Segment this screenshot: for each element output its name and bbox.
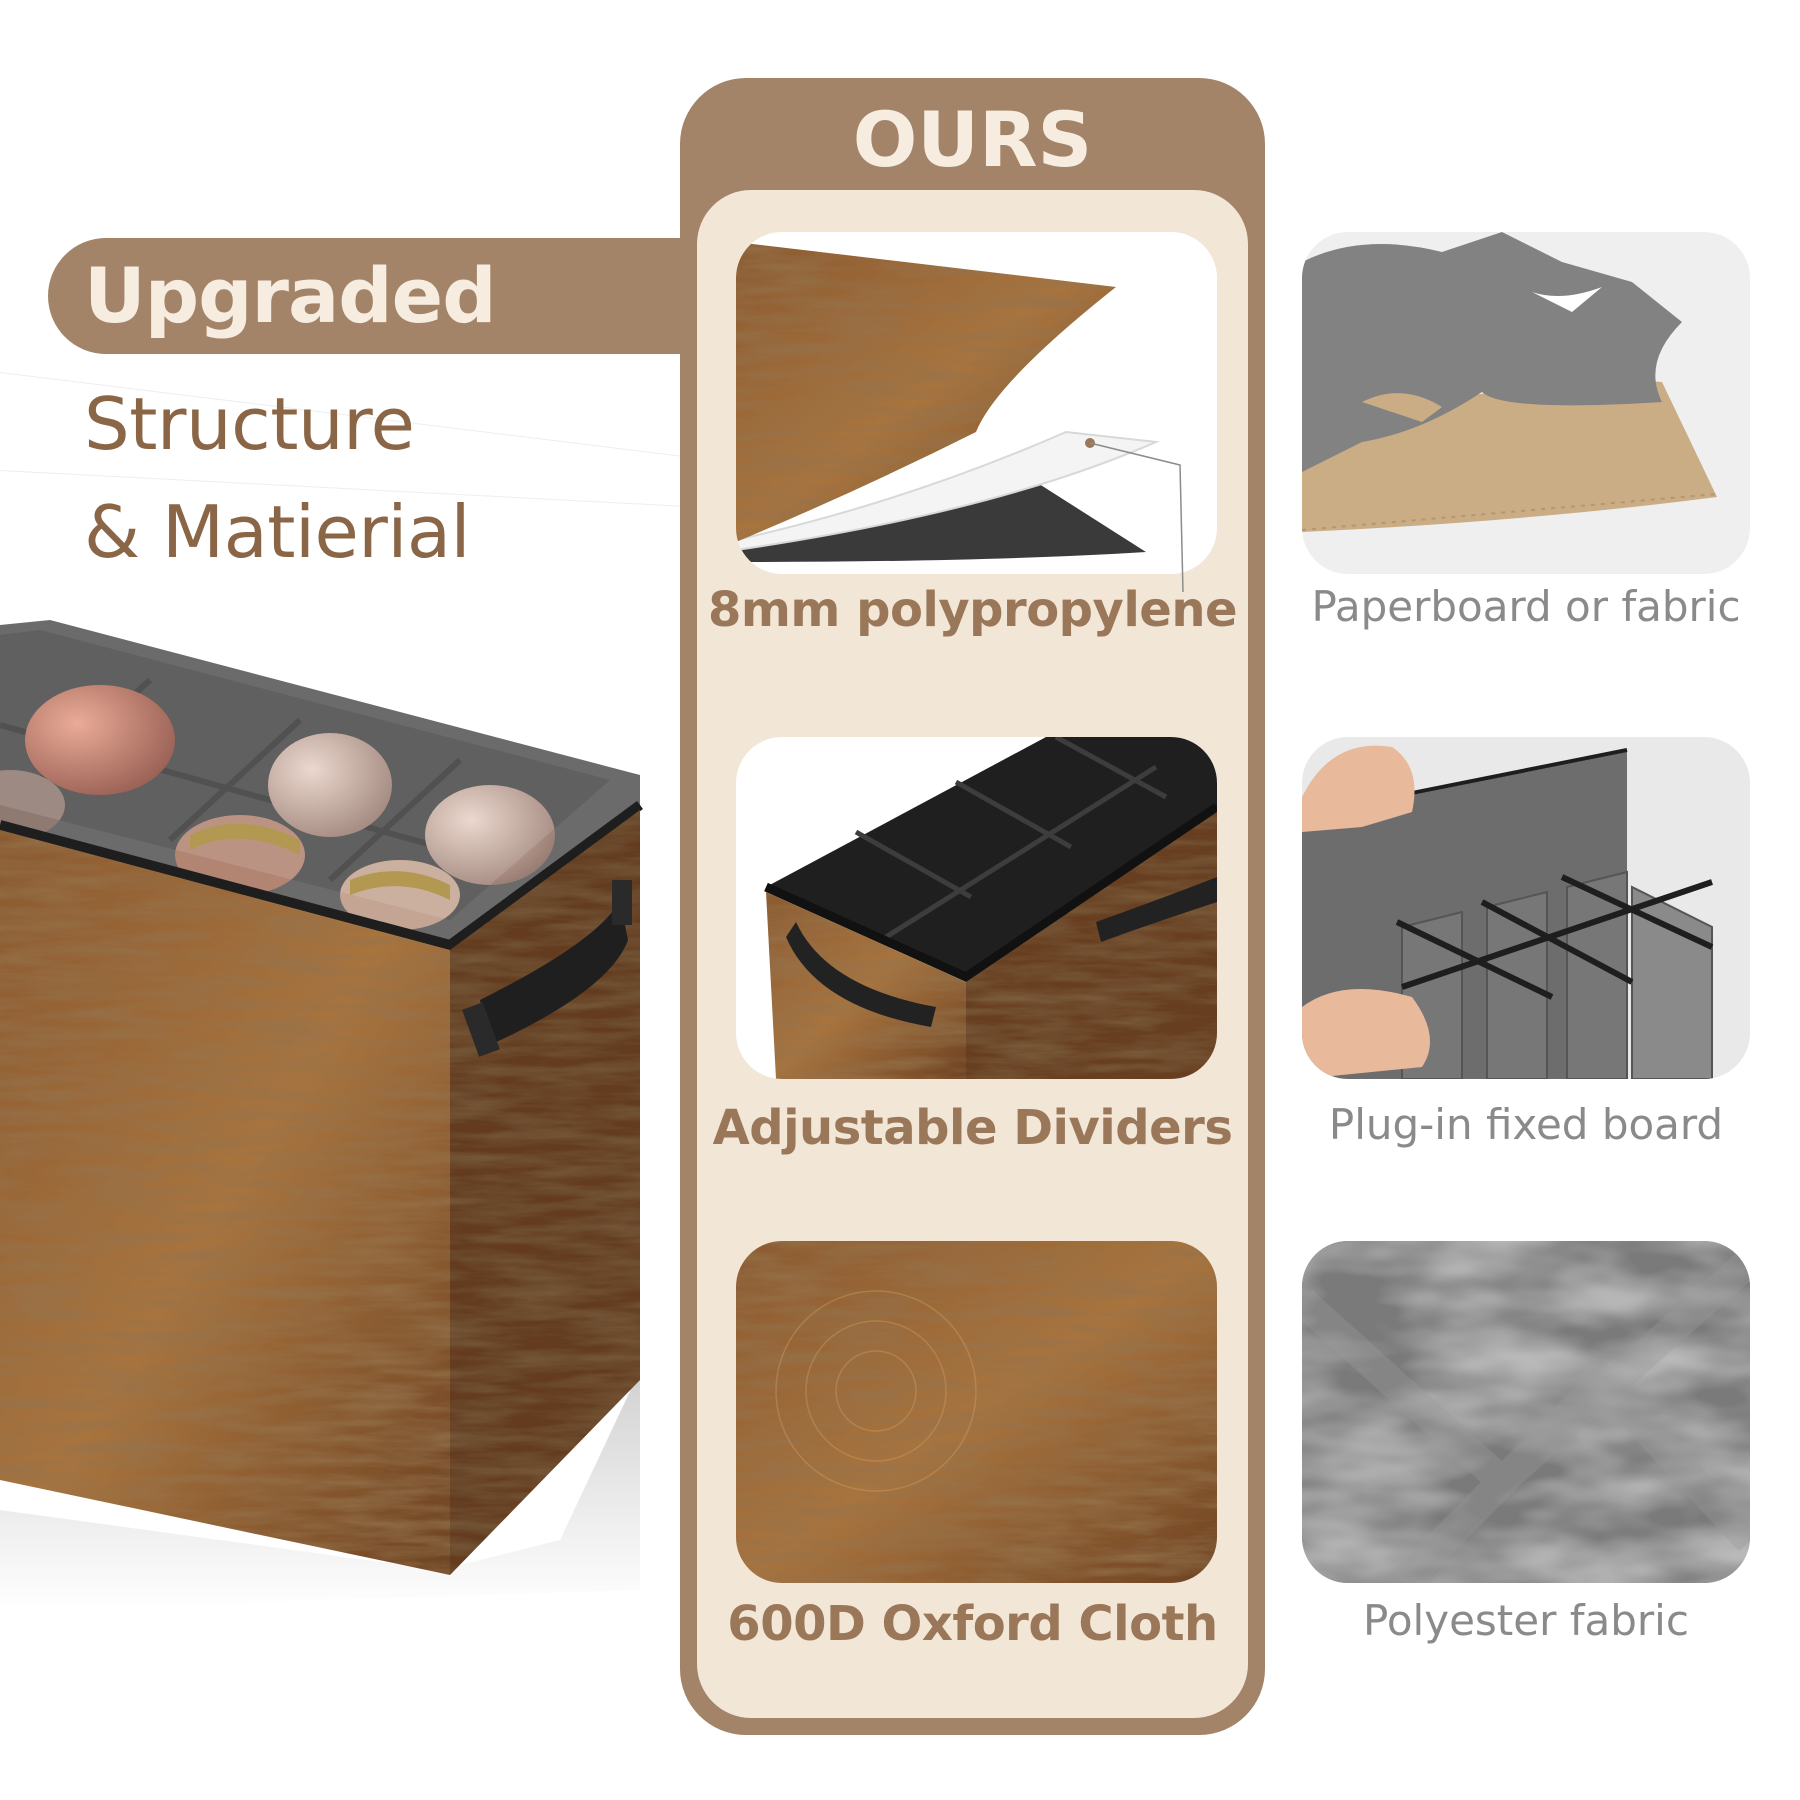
heading-line-1: Structure — [84, 382, 415, 466]
heading-pill — [48, 238, 688, 354]
ours-feature-1-label: 8mm polypropylene — [707, 582, 1238, 638]
others-polyester-image — [1302, 1241, 1750, 1583]
ours-feature-2-label: Adjustable Dividers — [712, 1100, 1233, 1156]
product-image — [0, 610, 660, 1610]
others-paperboard-image — [1302, 232, 1750, 574]
ours-oxford-cloth-image — [736, 1241, 1217, 1583]
others-plugin-board-image — [1302, 737, 1750, 1079]
ours-feature-3-label: 600D Oxford Cloth — [727, 1596, 1218, 1652]
heading-pill-text: Upgraded — [84, 251, 497, 340]
others-feature-3-label: Polyester fabric — [1363, 1596, 1689, 1645]
ours-polypropylene-image — [736, 232, 1217, 574]
ours-dividers-image — [736, 737, 1217, 1079]
others-feature-2-label: Plug-in fixed board — [1328, 1100, 1724, 1149]
others-feature-1-label: Paperboard or fabric — [1311, 582, 1741, 631]
heading-line-2: & Matierial — [84, 490, 471, 574]
ours-title: OURS — [852, 95, 1093, 184]
